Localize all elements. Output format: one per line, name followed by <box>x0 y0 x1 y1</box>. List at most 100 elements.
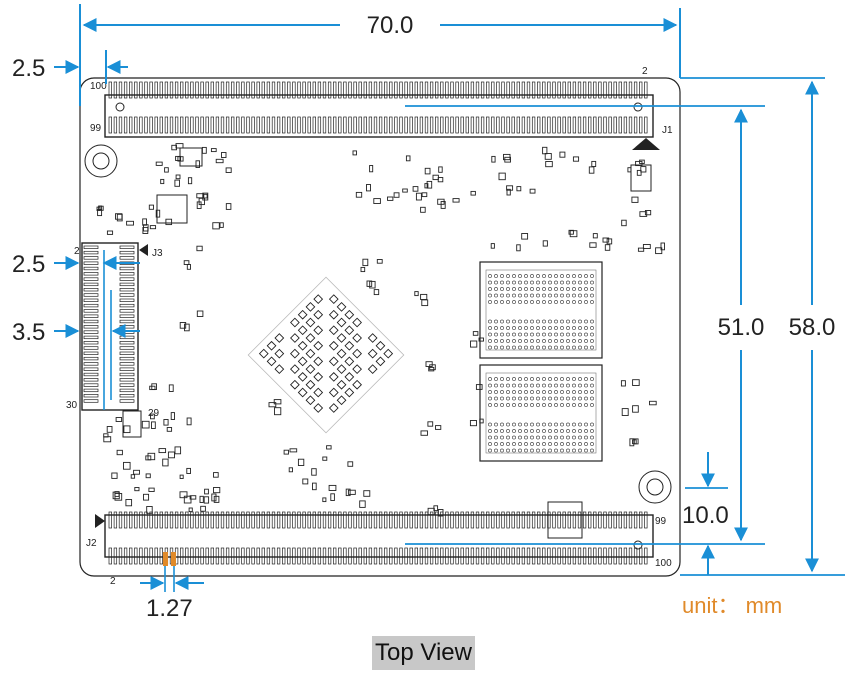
pin <box>241 511 245 529</box>
pin <box>363 116 367 134</box>
pin <box>435 81 439 99</box>
pin <box>225 116 230 134</box>
pin <box>378 116 383 134</box>
j3-pins <box>83 245 135 403</box>
pin <box>149 511 153 529</box>
pin <box>511 81 515 99</box>
pin <box>633 547 638 565</box>
pin <box>185 547 189 565</box>
pin <box>119 272 135 276</box>
pin <box>373 81 378 99</box>
pin <box>333 511 337 529</box>
pin <box>241 116 245 134</box>
pin <box>516 81 520 99</box>
pin <box>83 298 99 302</box>
pin <box>236 81 240 99</box>
pin <box>256 511 260 529</box>
pin <box>174 116 179 134</box>
pin <box>623 116 628 134</box>
pin <box>455 81 459 99</box>
pin <box>358 511 362 529</box>
pin <box>506 547 510 565</box>
pin <box>322 116 327 134</box>
pin <box>460 511 464 529</box>
pin <box>119 362 135 366</box>
pin <box>83 351 99 355</box>
pin <box>639 116 643 134</box>
pin <box>292 547 296 565</box>
pin <box>613 81 617 99</box>
pin <box>256 547 260 565</box>
pin <box>394 547 398 565</box>
pin <box>210 547 214 565</box>
pin <box>123 116 128 134</box>
pin <box>582 511 587 529</box>
j1-pin-last: 100 <box>90 81 107 92</box>
pin <box>409 511 413 529</box>
pin <box>113 547 118 565</box>
pin <box>465 511 469 529</box>
pin <box>373 116 378 134</box>
pin <box>389 511 393 529</box>
pin <box>302 81 306 99</box>
pin <box>567 547 571 565</box>
pin <box>83 250 99 255</box>
pin <box>119 335 135 340</box>
pin <box>644 511 648 529</box>
pin <box>200 81 204 99</box>
pin <box>195 116 199 134</box>
pin <box>373 511 378 529</box>
pin <box>83 399 99 403</box>
pin <box>389 116 393 134</box>
pin <box>435 116 439 134</box>
pin <box>537 81 541 99</box>
pin <box>195 547 199 565</box>
pin <box>384 116 388 134</box>
mounting-hole-bottom-right <box>638 470 672 504</box>
pin <box>123 81 128 99</box>
pin <box>210 116 214 134</box>
pin <box>394 511 398 529</box>
pin <box>292 81 296 99</box>
pin <box>119 372 135 377</box>
pin <box>639 81 643 99</box>
pin <box>215 511 220 529</box>
pin <box>159 547 163 565</box>
pin <box>83 272 99 276</box>
pin <box>496 511 500 529</box>
pin <box>470 511 475 529</box>
pin <box>154 547 158 565</box>
pin <box>210 81 214 99</box>
pin <box>271 547 276 565</box>
pin <box>185 116 189 134</box>
pin <box>424 511 429 529</box>
connector-j2: J2 2 100 99 <box>86 511 672 587</box>
pin <box>83 394 99 398</box>
pin <box>414 81 418 99</box>
pin <box>378 81 383 99</box>
pin <box>343 511 347 529</box>
pin <box>353 547 357 565</box>
pin <box>445 81 449 99</box>
pin <box>108 116 112 134</box>
pin <box>118 547 123 565</box>
pin <box>164 511 169 529</box>
pin <box>542 116 546 134</box>
pin <box>531 511 536 529</box>
pin <box>134 511 138 529</box>
pin <box>134 547 138 565</box>
pin <box>567 511 571 529</box>
pin <box>83 356 99 361</box>
pin <box>419 511 424 529</box>
pin <box>491 116 495 134</box>
j2-hole-right <box>633 540 643 550</box>
pin <box>363 547 367 565</box>
pin <box>108 81 112 99</box>
pin <box>343 547 347 565</box>
j2-pin1-marker <box>95 514 105 528</box>
pin <box>409 81 413 99</box>
pin <box>567 81 571 99</box>
pin <box>633 511 638 529</box>
pin <box>358 116 362 134</box>
